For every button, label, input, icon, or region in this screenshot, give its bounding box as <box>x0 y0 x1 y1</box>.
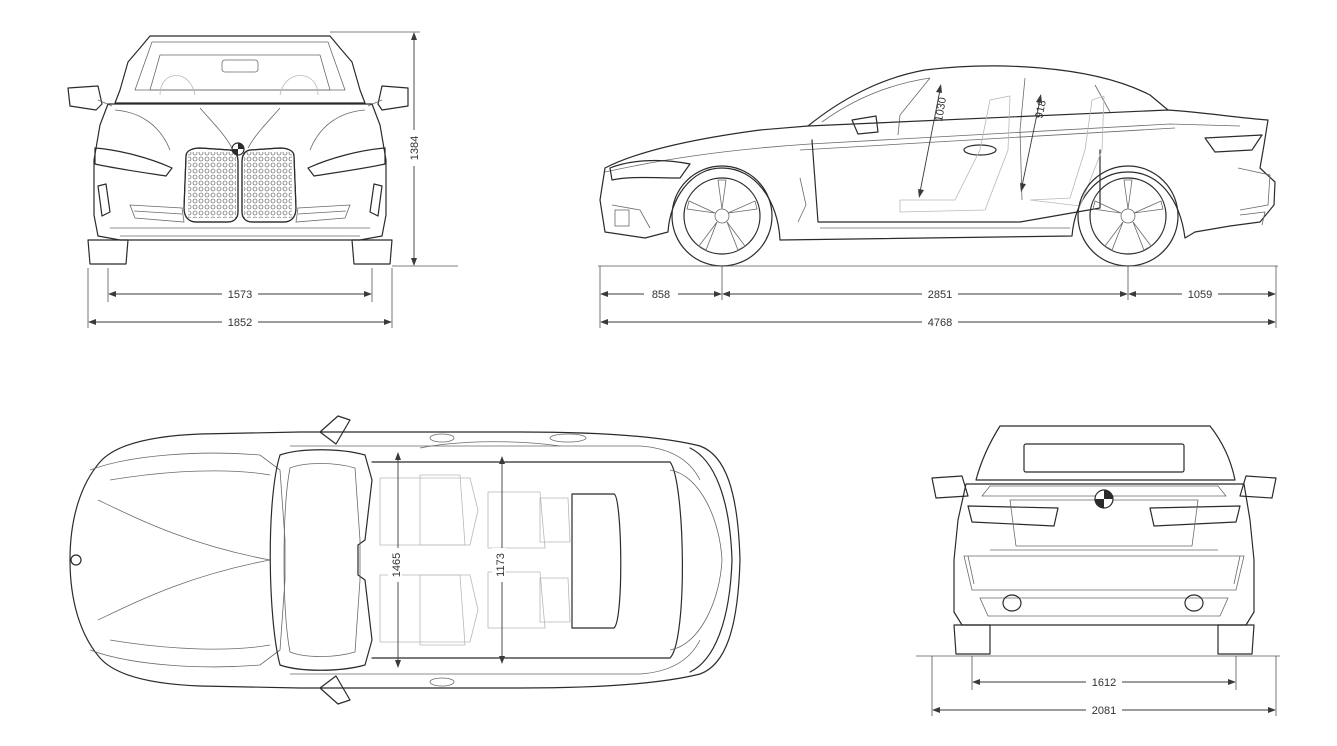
front-track-dimension: 1573 <box>107 268 373 302</box>
rear-wheel-spokes <box>1092 179 1164 251</box>
side-length-label: 4768 <box>928 317 952 329</box>
rear-track-label: 1612 <box>1092 677 1116 689</box>
top-view: 1465 1173 <box>69 415 741 705</box>
rear-view: 1612 2081 <box>916 425 1280 717</box>
front-width-label: 1852 <box>228 317 252 329</box>
front-car-outline <box>67 35 409 265</box>
front-height-label: 1384 <box>409 136 421 160</box>
front-height-dimension: 1384 <box>330 31 458 267</box>
front-wheel-spokes <box>686 179 758 251</box>
top-car-outline: 1465 1173 <box>69 415 741 705</box>
side-front-overhang-label: 858 <box>652 289 670 301</box>
side-rear-overhang-label: 1059 <box>1188 289 1212 301</box>
side-dimension-row: 858 2851 1059 <box>599 266 1277 328</box>
side-headroom-front-label: 1030 <box>933 96 949 122</box>
front-width-dimension: 1852 <box>87 268 393 329</box>
front-track-label: 1573 <box>228 289 252 301</box>
top-rear-seats <box>487 491 571 629</box>
top-shoulder-rear-label: 1173 <box>495 553 507 577</box>
side-headroom-rear-label: 918 <box>1033 99 1049 119</box>
rear-car-outline <box>931 425 1277 655</box>
side-length-dimension: 4768 <box>600 314 1276 329</box>
rear-width-dimension: 2081 <box>931 656 1277 717</box>
top-shoulder-front-label: 1465 <box>391 553 403 577</box>
side-car-outline: 1030 918 <box>599 65 1276 267</box>
front-view: 1384 1573 1852 <box>67 31 458 329</box>
side-wheelbase-label: 2851 <box>928 289 952 301</box>
rear-width-label: 2081 <box>1092 705 1116 717</box>
rear-track-dimension: 1612 <box>971 656 1237 690</box>
side-view: 1030 918 <box>598 65 1278 329</box>
top-front-seats <box>379 474 479 646</box>
